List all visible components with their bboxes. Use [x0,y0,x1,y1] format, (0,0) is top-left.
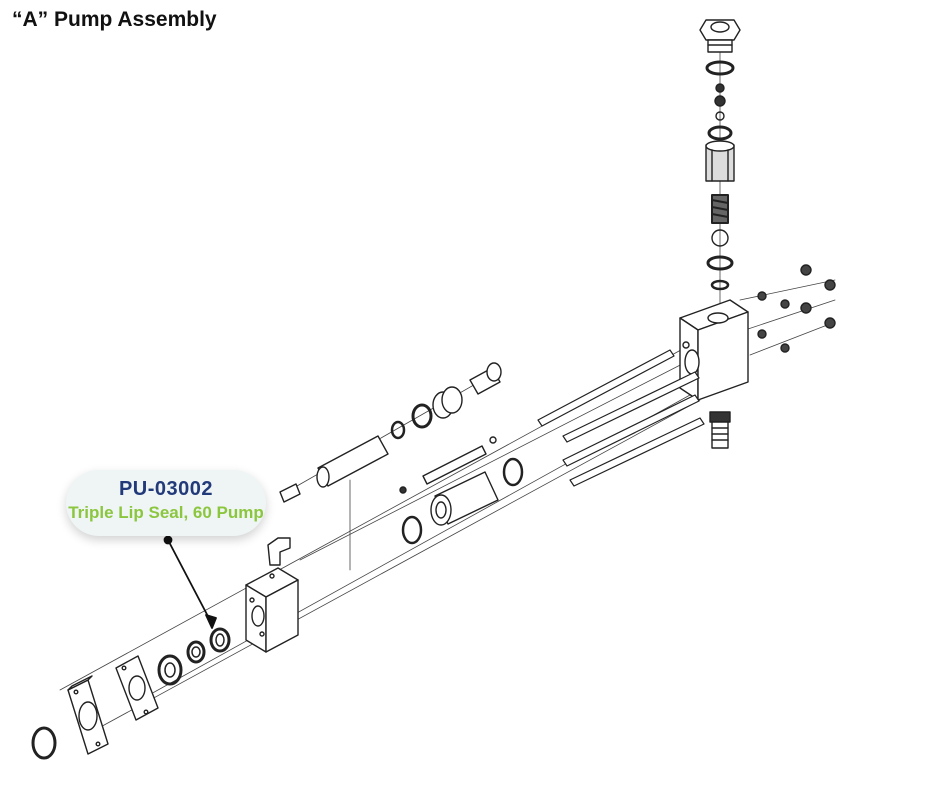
plunger-sleeve [430,471,499,526]
valve-o-ring [710,279,730,291]
rod-o-ring [390,420,406,440]
small-pin-1 [489,436,497,444]
threaded-rod [422,445,487,485]
tie-rods [537,349,705,487]
right-manifold-block [679,299,749,401]
small-ball-3 [715,111,725,121]
valve-spring [711,194,729,224]
callout-leader [163,535,217,629]
part-callout: PU-03002 Triple Lip Seal, 60 Pump [66,470,266,536]
rod-seal [411,403,433,429]
small-ball-1 [715,83,725,93]
rod-end-fitting [469,362,502,395]
triple-lip-seal-target [209,627,231,653]
elbow-fitting [267,537,291,566]
sleeve-o-ring-right [502,457,524,487]
left-manifold-block [245,567,299,653]
valve-ball [711,229,729,247]
top-hex-plug [699,19,741,53]
top-o-ring [705,60,735,76]
nuts-right [757,264,836,353]
callout-description: Triple Lip Seal, 60 Pump [68,503,264,522]
rod-bushing [432,386,463,419]
end-o-ring [31,726,57,760]
small-pin-2 [399,486,407,494]
bottom-fitting [709,411,731,449]
flange-plate-inner [115,655,159,721]
small-ball-2 [714,95,726,107]
piston-rod [316,435,389,488]
valve-seat [706,255,734,271]
flange-plate-outer [67,675,109,755]
seal-2 [186,640,206,664]
sleeve-o-ring-left [401,515,423,545]
small-fitting-left [279,483,301,503]
check-valve-cage [705,140,735,182]
page-title: “A” Pump Assembly [12,8,217,31]
callout-part-number: PU-03002 [118,478,214,500]
seal-3 [157,654,183,686]
top-washer [707,125,733,141]
